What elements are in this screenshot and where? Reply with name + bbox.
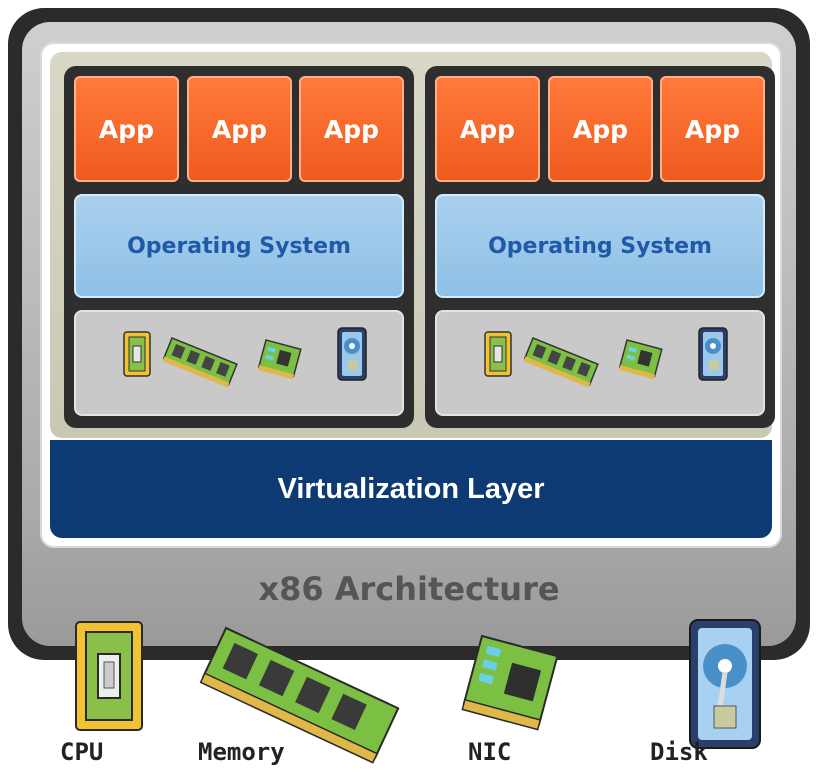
- app-box: App: [299, 76, 404, 182]
- operating-system-box: Operating System: [74, 194, 404, 298]
- hardware-label-memory: Memory: [198, 738, 285, 766]
- virtualization-layer: Virtualization Layer: [50, 440, 772, 538]
- nic-icon: [618, 339, 663, 380]
- disk-icon: [698, 327, 728, 381]
- cpu-icon: [123, 331, 151, 377]
- virtual-machine-2: App App App Operating System: [425, 66, 775, 428]
- operating-system-box: Operating System: [435, 194, 765, 298]
- memory-icon: [199, 626, 400, 764]
- hardware-label-disk: Disk: [650, 738, 708, 766]
- app-box: App: [187, 76, 292, 182]
- disk-icon: [337, 327, 367, 381]
- cpu-icon: [484, 331, 512, 377]
- disk-icon: [689, 619, 761, 749]
- app-box: App: [548, 76, 653, 182]
- virtual-machine-1: App App App Operating System: [64, 66, 414, 428]
- hardware-label-cpu: CPU: [60, 738, 104, 766]
- cpu-icon: [75, 621, 143, 731]
- virtual-hardware-box: [435, 310, 765, 416]
- app-box: App: [660, 76, 765, 182]
- architecture-label: x86 Architecture: [258, 570, 560, 608]
- memory-icon: [523, 337, 599, 388]
- hardware-label-nic: NIC: [468, 738, 512, 766]
- virtual-hardware-box: [74, 310, 404, 416]
- app-box: App: [435, 76, 540, 182]
- physical-hardware: [75, 619, 761, 764]
- nic-icon: [257, 339, 302, 380]
- nic-icon: [461, 634, 559, 731]
- app-box: App: [74, 76, 179, 182]
- memory-icon: [162, 337, 238, 388]
